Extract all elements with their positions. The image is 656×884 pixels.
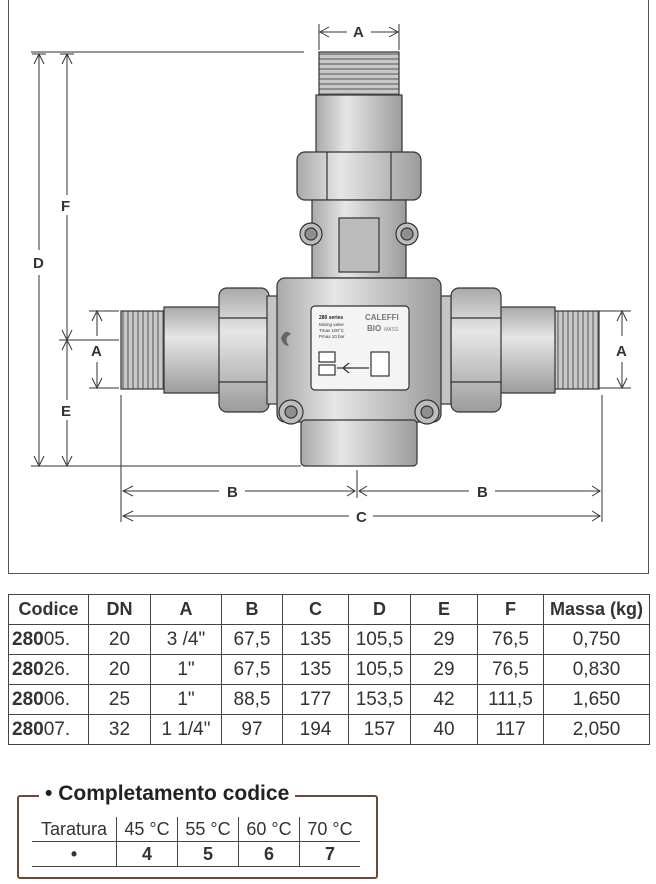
cell-a: 1" [150,654,222,685]
technical-drawing: 280 series Mixing valve Tmax 100°C Pmax … [8,0,649,574]
table-row: 28006. 25 1" 88,5 177 153,5 42 111,5 1,6… [8,684,650,715]
cell-dn: 32 [88,714,151,745]
cell-dn: 20 [88,624,151,655]
cal-value: 6 [238,841,300,867]
cell-e: 40 [410,714,478,745]
bullet-icon: • [45,782,53,805]
dim-label-f: F [61,198,70,215]
dimensions-table: Codice DN A B C D E F Massa (kg) 28005. … [8,594,650,745]
cell-a: 1 1/4" [150,714,222,745]
cell-f: 76,5 [477,624,544,655]
header-codice: Codice [8,594,89,625]
calibration-value-row: • 4 5 6 7 [32,841,360,867]
table-header-row: Codice DN A B C D E F Massa (kg) [8,594,650,625]
dim-label-a-left: A [91,343,102,360]
calibration-table: Taratura 45 °C 55 °C 60 °C 70 °C • 4 5 6… [32,817,360,867]
header-b: B [221,594,283,625]
cell-dn: 25 [88,684,151,715]
cal-value: 4 [116,841,178,867]
cell-code: 28007. [8,714,89,745]
header-e: E [410,594,478,625]
calibration-header-row: Taratura 45 °C 55 °C 60 °C 70 °C [32,817,360,842]
dim-label-b-left: B [227,484,238,501]
cell-mass: 0,750 [543,624,650,655]
header-a: A [150,594,222,625]
code-completion-box: • Completamento codice Taratura 45 °C 55… [17,782,378,879]
header-d: D [348,594,411,625]
cell-e: 29 [410,624,478,655]
plate-line3: Tmax 100°C [319,328,345,333]
cell-f: 76,5 [477,654,544,685]
plate-line2: Mixing valve [319,322,344,327]
cal-temp: 45 °C [116,817,178,842]
dim-label-e: E [61,403,71,420]
dim-label-a-right: A [616,343,627,360]
cell-d: 153,5 [348,684,411,715]
cal-label: Taratura [32,817,117,842]
cell-d: 105,5 [348,654,411,685]
plate-brand3: MASS [384,327,399,333]
cell-b: 67,5 [221,624,283,655]
cell-code: 28006. [8,684,89,715]
cell-c: 177 [282,684,349,715]
cell-c: 135 [282,654,349,685]
cal-temp: 60 °C [238,817,300,842]
valve-drawing-svg: 280 series Mixing valve Tmax 100°C Pmax … [31,24,631,526]
plate-brand2: BIO [367,324,381,333]
completion-title: • Completamento codice [39,782,296,806]
cell-code: 28026. [8,654,89,685]
cell-mass: 2,050 [543,714,650,745]
cal-bullet: • [32,841,117,867]
cal-value: 7 [299,841,360,867]
cell-e: 42 [410,684,478,715]
cell-b: 88,5 [221,684,283,715]
plate-line4: Pmax 10 bar [319,334,345,339]
table-row: 28007. 32 1 1/4" 97 194 157 40 117 2,050 [8,714,650,745]
cal-temp: 70 °C [299,817,360,842]
header-massa: Massa (kg) [543,594,650,625]
cell-c: 194 [282,714,349,745]
rating-plate-text: 280 series Mixing valve Tmax 100°C Pmax … [319,313,399,339]
plate-series: 280 series [319,315,343,321]
cell-b: 97 [221,714,283,745]
cell-b: 67,5 [221,654,283,685]
plate-brand: CALEFFI [365,313,399,322]
cell-f: 117 [477,714,544,745]
cal-temp: 55 °C [177,817,239,842]
header-c: C [282,594,349,625]
valve-body [120,51,600,467]
header-dn: DN [88,594,151,625]
cell-mass: 0,830 [543,654,650,685]
dimension-labels: A D F E A A B B C [33,24,627,526]
cell-dn: 20 [88,654,151,685]
dimension-lines [31,24,631,522]
table-row: 28005. 20 3 /4" 67,5 135 105,5 29 76,5 0… [8,624,650,655]
cell-c: 135 [282,624,349,655]
cell-f: 111,5 [477,684,544,715]
cal-value: 5 [177,841,239,867]
cell-a: 3 /4" [150,624,222,655]
dim-label-b-right: B [477,484,488,501]
cell-mass: 1,650 [543,684,650,715]
cell-code: 28005. [8,624,89,655]
header-f: F [477,594,544,625]
cell-d: 157 [348,714,411,745]
cell-d: 105,5 [348,624,411,655]
table-row: 28026. 20 1" 67,5 135 105,5 29 76,5 0,83… [8,654,650,685]
cell-a: 1" [150,684,222,715]
dim-label-a-top: A [353,24,364,41]
cell-e: 29 [410,654,478,685]
dim-label-d: D [33,255,44,272]
dim-label-c: C [356,509,367,526]
